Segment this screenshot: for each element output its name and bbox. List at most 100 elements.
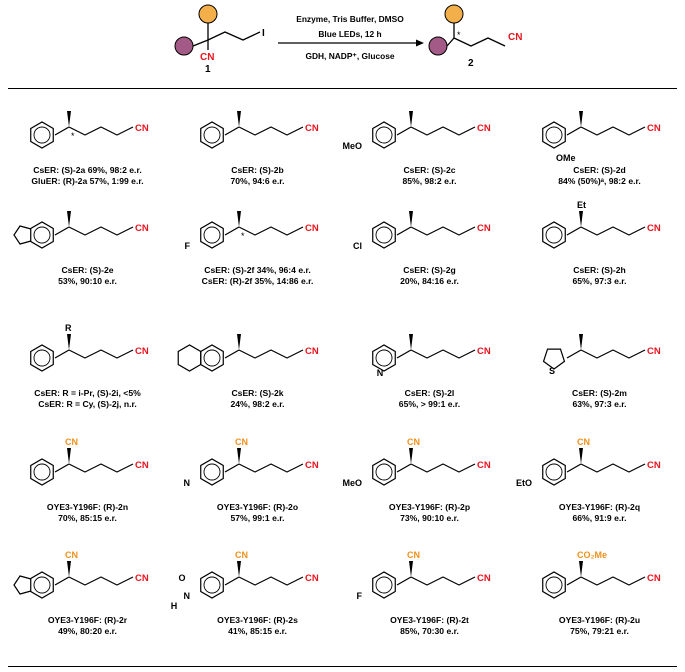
product-2: * CN 2 xyxy=(428,4,522,69)
caption-line: 20%, 84:16 e.r. xyxy=(400,276,459,286)
caption-line: 85%, 98:2 e.r. xyxy=(402,176,457,186)
structure-2f: * CN F xyxy=(185,211,319,251)
caption-line: OYE3-Y196F: (R)-2u xyxy=(558,615,641,625)
caption-line: CsER: (S)-2c xyxy=(403,165,456,175)
structure-2e: CN xyxy=(13,211,149,249)
nitrile-label: CN xyxy=(305,573,319,584)
caption-line: OYE3-Y196F: (R)-2r xyxy=(47,615,128,625)
caption-line: CsER: (S)-2k xyxy=(231,388,284,398)
caption-line: 57%, 99:1 e.r. xyxy=(230,513,285,523)
sm-nitrile-label: CN xyxy=(200,52,214,63)
amide-atom-label: O xyxy=(178,573,185,583)
nitrile-label: CN xyxy=(135,123,149,134)
ring-substituent-label: S xyxy=(549,366,555,376)
reagents-middle: Blue LEDs, 12 h xyxy=(318,29,381,39)
nitrile-label: CN xyxy=(647,573,661,584)
reagents-bottom: GDH, NADP⁺, Glucose xyxy=(305,51,394,61)
nitrile-label: CN xyxy=(477,346,491,357)
ring-substituent-label: MeO xyxy=(342,141,362,151)
alpha-group-label: CN xyxy=(65,550,78,560)
structure-drawing: * CN xyxy=(30,111,149,149)
amide-atom-label: H xyxy=(171,601,178,611)
product-nitrile-label: CN xyxy=(508,32,522,43)
caption-line: CsER: R = i-Pr, (S)-2i, <5% xyxy=(34,388,141,398)
structure-2a: * CN xyxy=(30,111,149,149)
structure-drawing: CN xyxy=(13,211,149,249)
alpha-group-label: CN xyxy=(407,437,420,447)
entry-caption: CsER: (S)-2f 34%, 96:4 e.r.CsER: (R)-2f … xyxy=(172,265,343,287)
entry-caption: CsER: (S)-2a 69%, 98:2 e.r.GluER: (R)-2a… xyxy=(2,165,173,187)
top-substituent-circle xyxy=(444,4,464,24)
caption-line: 65%, > 99:1 e.r. xyxy=(398,399,461,409)
ring-substituent-label: F xyxy=(185,241,191,251)
caption-line: CsER: (R)-2f 35%, 14:86 e.r. xyxy=(201,276,314,286)
left-substituent-circle xyxy=(174,36,194,56)
caption-line: OYE3-Y196F: (R)-2o xyxy=(216,502,299,512)
caption-line: 63%, 97:3 e.r. xyxy=(572,399,627,409)
ring-substituent-label: F xyxy=(357,591,363,601)
sm-compound-number: 1 xyxy=(205,64,211,75)
caption-line: CsER: (S)-2f 34%, 96:4 e.r. xyxy=(204,265,311,275)
caption-line: OYE3-Y196F: (R)-2p xyxy=(388,502,471,512)
alpha-group-label: CN xyxy=(65,437,78,447)
nitrile-label: CN xyxy=(647,123,661,134)
caption-line: CsER: (S)-2m xyxy=(572,388,627,398)
top-divider xyxy=(8,88,677,89)
structure-2k: CN xyxy=(177,334,319,372)
structure-2l: CNN xyxy=(372,334,491,378)
alpha-group-label: CN xyxy=(577,437,590,447)
alpha-group-label: CO₂Me xyxy=(577,550,607,560)
structure-drawing: CNN xyxy=(372,334,491,378)
caption-line: CsER: (S)-2a 69%, 98:2 e.r. xyxy=(33,165,142,175)
caption-line: GluER: (R)-2a 57%, 1:99 e.r. xyxy=(31,176,144,186)
nitrile-label: CN xyxy=(647,346,661,357)
nitrile-label: CN xyxy=(305,223,319,234)
stereo-mark: * xyxy=(71,131,75,141)
caption-line: CsER: (S)-2b xyxy=(231,165,284,175)
nitrile-label: CN xyxy=(477,460,491,471)
caption-line: CsER: (S)-2d xyxy=(573,165,626,175)
structure-2ij: RCN xyxy=(30,323,149,372)
alpha-group-label: CN xyxy=(407,550,420,560)
stereo-mark: * xyxy=(241,231,245,241)
sm-iodo-label: I xyxy=(262,28,265,39)
bottom-divider xyxy=(8,666,677,667)
reagents-top: Enzyme, Tris Buffer, DMSO xyxy=(296,14,404,24)
nitrile-label: CN xyxy=(305,460,319,471)
nitrile-label: CN xyxy=(305,346,319,357)
caption-line: 70%, 85:15 e.r. xyxy=(58,513,117,523)
